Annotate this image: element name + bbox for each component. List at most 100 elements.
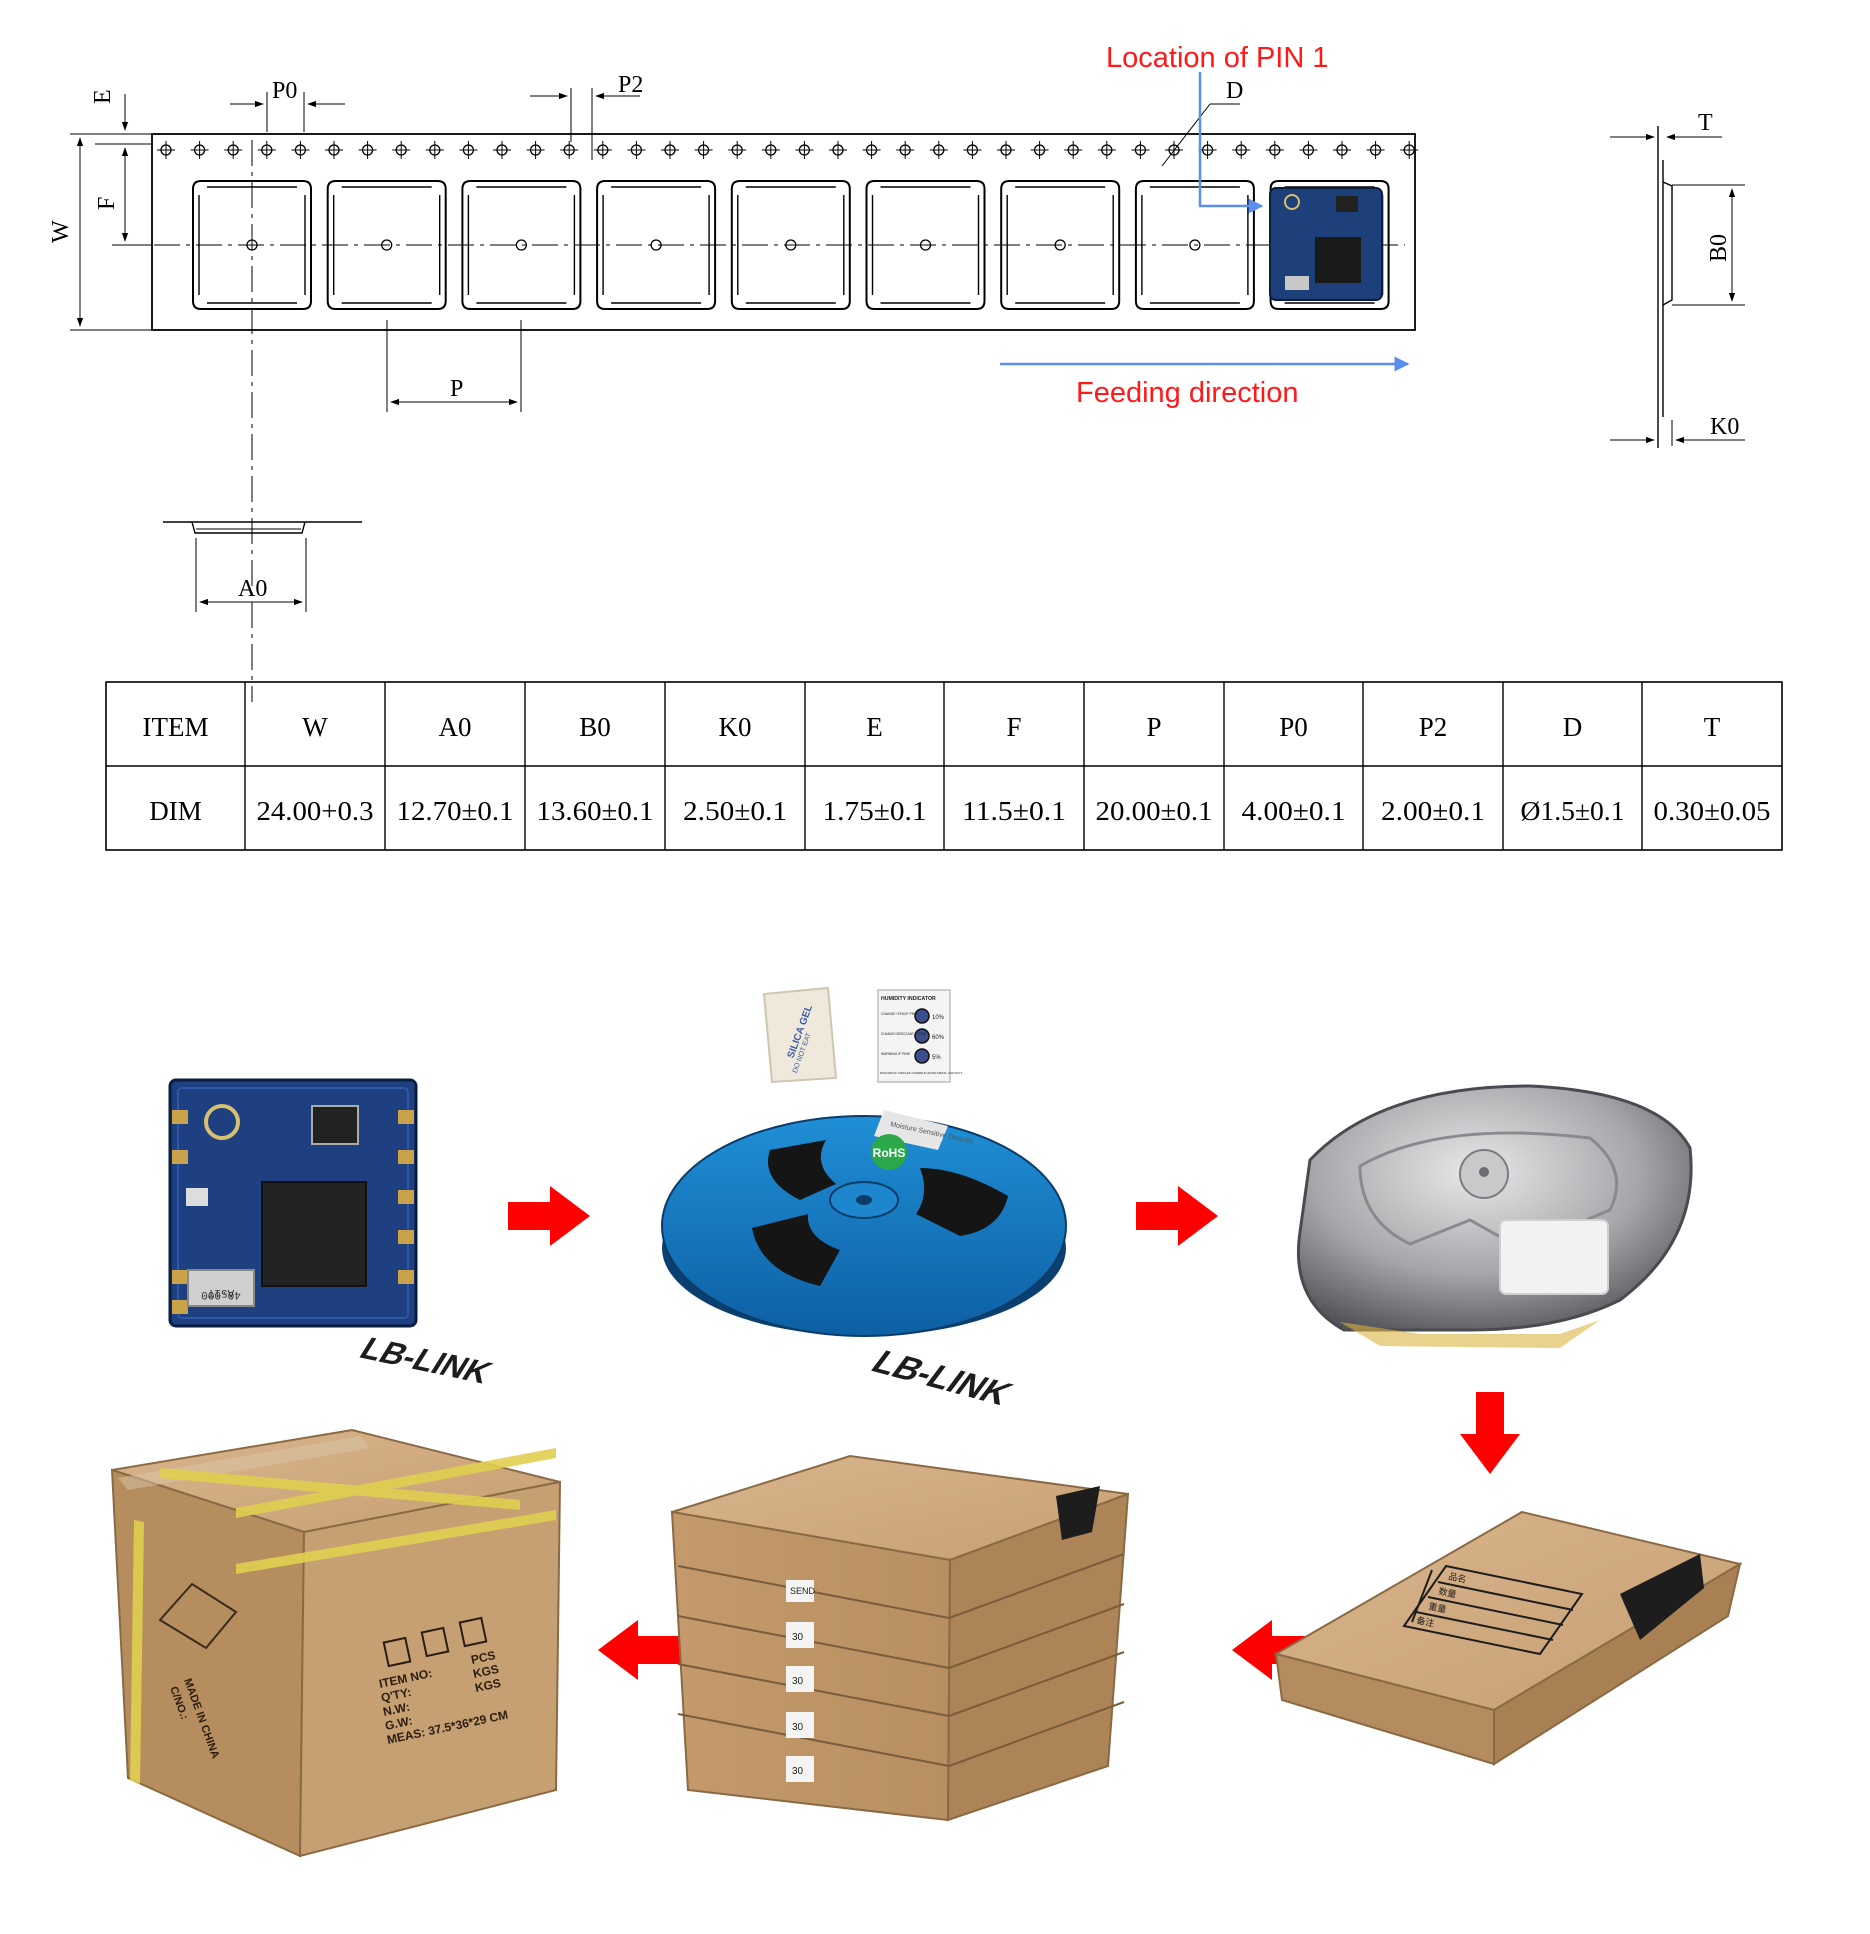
stack-layer-line	[948, 1651, 1125, 1717]
sprocket-hole	[593, 141, 612, 159]
sprocket-hole	[1265, 141, 1284, 159]
label-d: D	[1226, 78, 1243, 104]
module-photo: 40.000 A51T	[168, 1078, 418, 1328]
table-header-cell: A0	[439, 712, 472, 742]
table-header-cell: F	[1006, 712, 1021, 742]
stack-box-brand: LB-LINK	[353, 1332, 498, 1391]
feeding-direction-label: Feeding direction	[1076, 377, 1298, 409]
table-header-cell: K0	[719, 712, 752, 742]
sprocket-hole	[795, 141, 814, 159]
sprocket-hole	[157, 141, 175, 159]
process-arrows	[508, 1186, 1520, 1680]
pin1-label: Location of PIN 1	[1106, 42, 1328, 74]
table-value-cell: 13.60±0.1	[537, 796, 654, 826]
silica-gel-pack: SILICA GEL DO NOT EAT	[762, 986, 838, 1084]
carton-strap	[130, 1448, 556, 1784]
table-header-cell: W	[302, 712, 328, 742]
arrow-stack-to-carton	[598, 1620, 680, 1680]
sprocket-hole	[459, 141, 478, 159]
label-t: T	[1698, 110, 1713, 136]
table-value-cell: 4.00±0.1	[1242, 796, 1346, 826]
table-header-cell: T	[1704, 712, 1721, 742]
sprocket-hole	[1333, 141, 1351, 159]
arrow-bag-to-pizzabox	[1460, 1392, 1520, 1474]
table-value-cell: 0.30±0.05	[1654, 796, 1771, 826]
humidity-title: HUMIDITY INDICATOR	[881, 996, 936, 1002]
sprocket-hole	[1097, 141, 1116, 159]
sprocket-hole	[1030, 141, 1049, 159]
sprocket-hole	[963, 141, 982, 159]
side-view	[1610, 126, 1745, 448]
sprocket-hole	[358, 141, 377, 159]
blue-reel-photo: Moisture Sensitive Devices RoHS	[661, 1110, 1067, 1337]
table-header-cell: P0	[1279, 712, 1308, 742]
anti-static-bag-photo	[1296, 1084, 1693, 1348]
sprocket-hole	[493, 141, 511, 159]
table-value-cell: 24.00+0.3	[257, 796, 374, 826]
sprocket-hole	[425, 141, 444, 159]
sprocket-hole	[392, 141, 411, 159]
arrow-module-to-reel	[508, 1186, 590, 1246]
pin1-module-image	[1269, 187, 1383, 301]
table-header-cell: E	[866, 712, 883, 742]
label-p0: P0	[272, 78, 297, 104]
carton-line-2: Q'TY:	[380, 1685, 413, 1705]
humidity-row-3: WARNING IF PINK	[881, 1052, 911, 1056]
label-b0: B0	[1706, 234, 1732, 262]
tape-pocket	[596, 180, 717, 310]
table-value-cell: 1.75±0.1	[823, 796, 927, 826]
humidity-level-3: 5%	[932, 1055, 941, 1061]
label-k0: K0	[1710, 414, 1739, 440]
sprocket-hole	[997, 141, 1015, 159]
carton-unit-3: KGS	[474, 1676, 502, 1695]
pizza-form-row-2: 数量	[1438, 1585, 1458, 1600]
stack-box-label-1: 30	[792, 1632, 804, 1643]
stack-layer-line	[677, 1713, 950, 1767]
label-a0: A0	[238, 576, 267, 602]
sprocket-hole	[1198, 141, 1217, 159]
humidity-footer: DISCARD IF CIRCLES OVERRUN AVOID METAL C…	[880, 1071, 962, 1075]
sprocket-hole	[257, 141, 276, 159]
a0-cross-section	[163, 521, 362, 612]
shipping-carton-photo: C/NO.: MADE IN CHINA ITEM NO: Q'TY: N.W:…	[110, 1428, 562, 1858]
table-header-cell: D	[1563, 712, 1583, 742]
table-value-cell: 2.50±0.1	[683, 796, 787, 826]
stack-box-label-3: 30	[792, 1722, 804, 1733]
sprocket-hole	[1366, 141, 1385, 159]
table-header-cell: B0	[579, 712, 611, 742]
carton-line-3: N.W:	[382, 1700, 411, 1719]
table-header-cell: ITEM	[143, 712, 209, 742]
sprocket-hole	[627, 141, 646, 159]
label-f: F	[94, 197, 120, 210]
carrier-tape-drawing	[70, 88, 1745, 702]
sprocket-hole	[224, 141, 243, 159]
sprocket-holes	[157, 141, 1419, 159]
carton-unit-2: KGS	[472, 1662, 500, 1681]
module-crystal-text-2: A51T	[207, 1286, 234, 1298]
carton-unit-1: PCS	[470, 1648, 497, 1667]
arrow-reel-to-bag	[1136, 1186, 1218, 1246]
humidity-row-2: CHANGE DESICCANT IF PINK	[881, 1032, 927, 1036]
humidity-row-1: CHANGE ITEM IF PINK	[881, 1012, 918, 1016]
table-value-cell: 2.00±0.1	[1381, 796, 1485, 826]
carton-line-4: G.W:	[384, 1713, 414, 1732]
table-value-cell: DIM	[149, 796, 202, 826]
tape-outline	[151, 133, 1416, 331]
label-p: P	[450, 376, 463, 402]
reel-rohs-label: RoHS	[873, 1146, 906, 1160]
sprocket-hole	[1400, 141, 1419, 159]
sprocket-hole	[896, 141, 915, 159]
label-e: E	[90, 89, 116, 104]
sprocket-hole	[1232, 141, 1251, 159]
pizza-box-photo: LB-LINK 品名 数量 重量 备注	[864, 1344, 1743, 1766]
stack-box-label-top: SEND	[790, 1586, 816, 1596]
sprocket-hole	[526, 141, 545, 159]
pizza-box-brand: LB-LINK	[864, 1344, 1020, 1412]
sprocket-hole	[862, 141, 881, 159]
humidity-level-2: 60%	[932, 1035, 945, 1041]
arrow-pizzabox-to-stack	[1232, 1620, 1314, 1680]
sprocket-hole	[291, 141, 310, 159]
sprocket-hole	[929, 141, 948, 159]
